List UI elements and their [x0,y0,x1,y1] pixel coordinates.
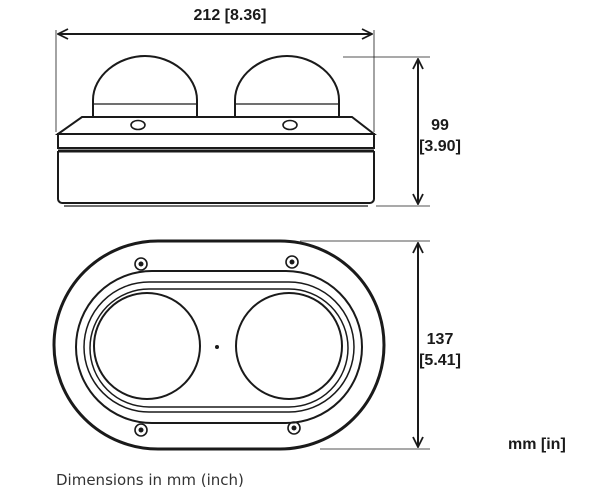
left-screw-icon [130,119,146,131]
caption: Dimensions in mm (inch) [56,471,244,489]
mount-screw-icon [134,257,148,271]
mount-screw-icon [285,255,299,269]
right-lens [235,292,343,400]
base-body [57,151,375,204]
mid-ring [57,133,375,149]
depth-dimension-mm-label: 137 [426,331,454,348]
units-label: mm [in] [508,436,566,453]
mount-screw-icon [287,421,301,435]
width-dimension-label: 212 [8.36] [193,7,267,24]
left-lens [93,292,201,400]
left-dome-outline [92,54,198,116]
height-dimension-inch-label: [3.90] [419,138,461,155]
height-dimension-mm-label: 99 [431,117,449,134]
inner-flange [75,270,363,424]
top-view [52,239,386,451]
top-cover [54,116,377,135]
right-dome-outline [234,54,340,116]
depth-dimension-inch-label: [5.41] [419,352,461,369]
center-dot [215,345,219,349]
outer-housing [52,239,386,451]
mount-screw-icon [134,423,148,437]
right-screw-icon [282,119,298,131]
side-view [54,30,377,207]
